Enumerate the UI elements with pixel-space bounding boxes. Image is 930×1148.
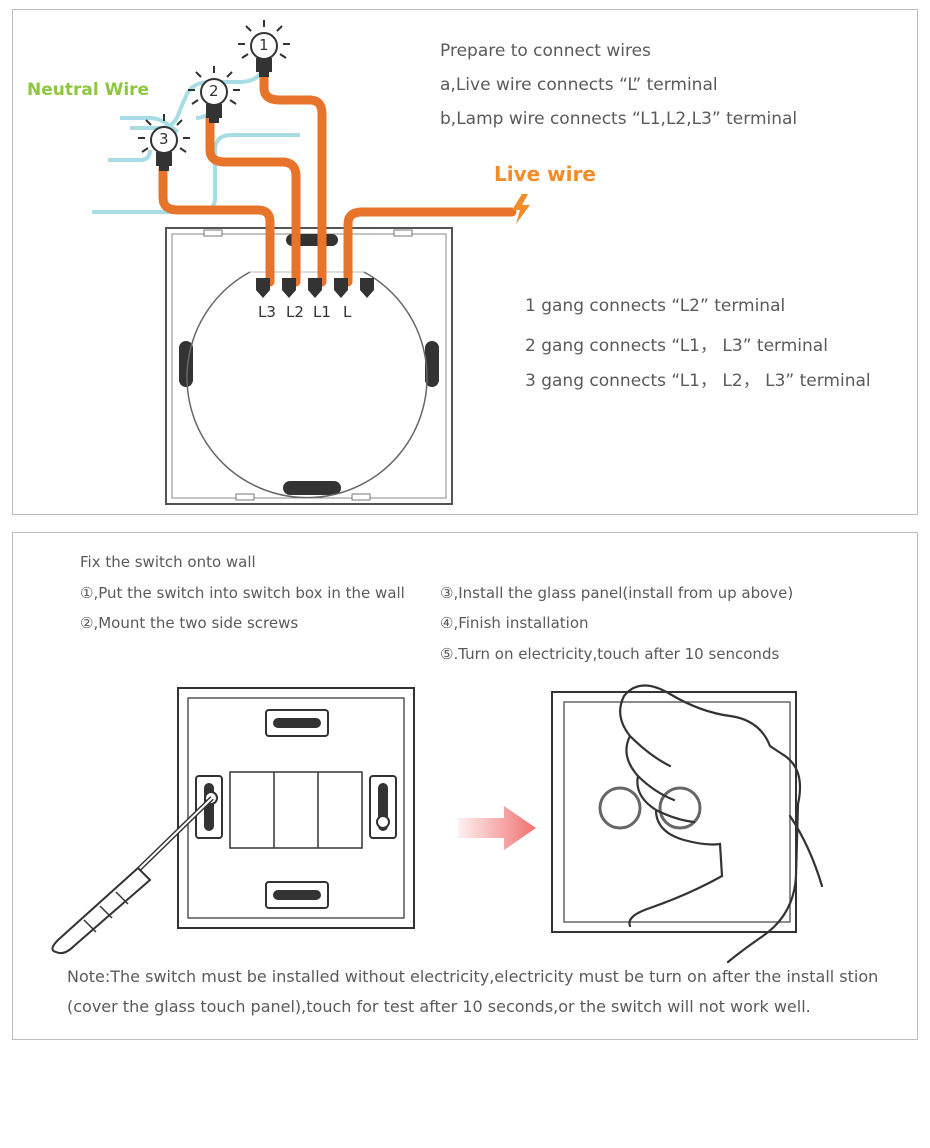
hand-icon <box>619 684 824 964</box>
live-wire-label: Live wire <box>494 162 596 186</box>
gang-note-3: 3 gang connects “L1， L2， L3” terminal <box>525 371 871 391</box>
terminal-label-l3: L3 <box>258 303 276 321</box>
bulb-icon <box>238 20 290 77</box>
install-step-2: ②,Mount the two side screws <box>80 614 299 632</box>
gang-note-1: 1 gang connects “L2” terminal <box>525 296 786 316</box>
install-step-1: ①,Put the switch into switch box in the … <box>80 584 405 602</box>
install-step-3: ③,Install the glass panel(install from u… <box>440 584 794 602</box>
wiring-instruction-b: b,Lamp wire connects “L1,L2,L3” terminal <box>440 109 798 129</box>
wiring-instruction-a: a,Live wire connects “L” terminal <box>440 75 718 95</box>
bulb-number-1: 1 <box>259 36 269 54</box>
install-title: Fix the switch onto wall <box>80 553 256 571</box>
screwdriver-icon <box>51 796 214 955</box>
mounting-frame <box>177 687 415 929</box>
terminal-label-l: L <box>343 303 352 321</box>
install-step-5: ⑤.Turn on electricity,touch after 10 sen… <box>440 645 780 663</box>
install-note-line-2: (cover the glass touch panel),touch for … <box>67 997 811 1016</box>
terminal-block <box>256 278 374 298</box>
bulb-number-3: 3 <box>159 130 169 148</box>
lamp-wires <box>158 61 517 287</box>
wiring-instruction-title: Prepare to connect wires <box>440 41 651 61</box>
terminal-label-l1: L1 <box>313 303 331 321</box>
bulb-number-2: 2 <box>209 82 219 100</box>
bulb-icon <box>138 114 190 171</box>
switch-back-box <box>165 227 453 505</box>
terminal-label-l2: L2 <box>286 303 304 321</box>
lightning-icon <box>512 194 530 224</box>
arrow-right-icon <box>458 806 536 850</box>
wiring-panel <box>12 9 918 515</box>
install-step-4: ④,Finish installation <box>440 614 589 632</box>
neutral-wire-label: Neutral Wire <box>27 80 150 100</box>
install-note-line-1: Note:The switch must be installed withou… <box>67 967 879 986</box>
gang-note-2: 2 gang connects “L1， L3” terminal <box>525 336 828 356</box>
bulb-icon <box>188 66 240 123</box>
